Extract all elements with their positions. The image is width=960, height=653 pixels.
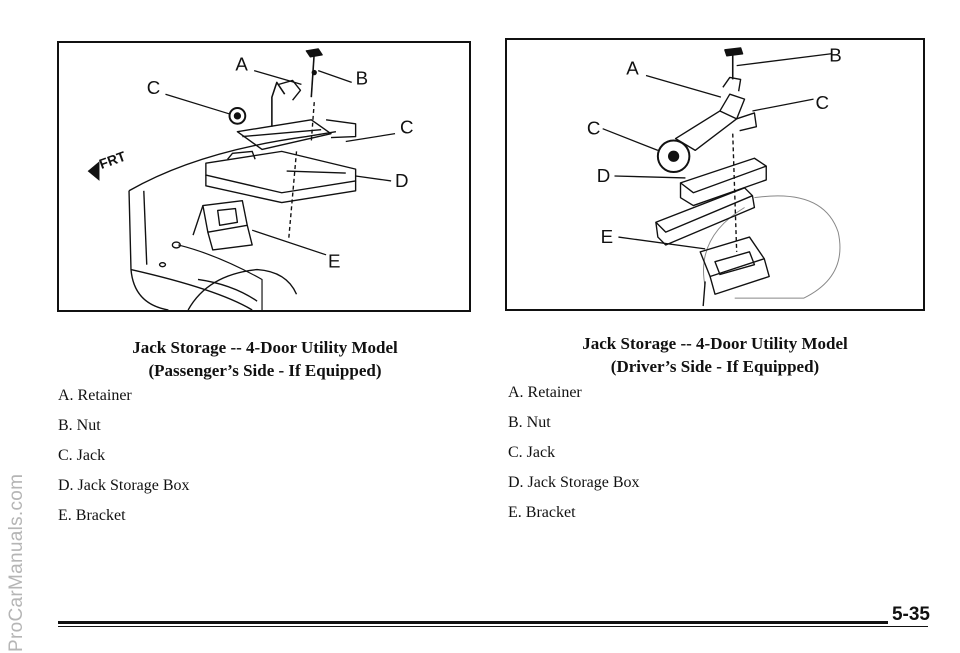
callout-b-right: B: [829, 45, 842, 66]
legend-item: E. Bracket: [58, 507, 126, 524]
figure-passenger-side: FRT A B C C D E: [57, 41, 471, 312]
caption-driver-side: Jack Storage -- 4-Door Utility Model (Dr…: [505, 332, 925, 378]
caption-right-line1: Jack Storage -- 4-Door Utility Model: [582, 334, 848, 353]
callout-d-right: D: [597, 165, 611, 186]
callout-a-right: A: [626, 57, 639, 78]
callout-b-left: B: [356, 67, 368, 88]
footer-rule-thin: [58, 626, 928, 627]
callout-d-left: D: [395, 170, 409, 191]
caption-right-line2: (Driver’s Side - If Equipped): [610, 357, 820, 376]
caption-left-line2: (Passenger’s Side - If Equipped): [148, 361, 382, 380]
callout-c-right-1: C: [587, 118, 601, 139]
front-arrow-icon: [87, 161, 100, 181]
watermark-text: ProCarManuals.com: [6, 473, 27, 652]
callout-c-left-2: C: [400, 117, 414, 138]
callout-e-right: E: [601, 226, 614, 247]
legend-item: D. Jack Storage Box: [508, 474, 640, 491]
frt-label: FRT: [97, 148, 128, 171]
callout-e-left: E: [328, 251, 340, 272]
legend-item: B. Nut: [58, 417, 101, 434]
driver-side-illustration: A B C C D E: [587, 45, 842, 307]
footer-rule: [58, 621, 928, 624]
callout-c-right-2: C: [816, 92, 830, 113]
legend-item: C. Jack: [58, 447, 106, 464]
passenger-side-illustration: FRT A B C C D E: [87, 48, 414, 310]
legend-driver-side: A. Retainer B. Nut C. Jack D. Jack Stora…: [508, 378, 640, 528]
figure-driver-side: A B C C D E: [505, 38, 925, 311]
page-number: 5-35: [887, 604, 930, 626]
legend-item: C. Jack: [508, 444, 556, 461]
legend-item: A. Retainer: [58, 387, 132, 404]
callout-c-left-1: C: [147, 77, 161, 98]
legend-item: D. Jack Storage Box: [58, 477, 190, 494]
caption-passenger-side: Jack Storage -- 4-Door Utility Model (Pa…: [60, 336, 470, 382]
legend-item: A. Retainer: [508, 384, 582, 401]
callout-a-left: A: [235, 54, 248, 75]
caption-left-line1: Jack Storage -- 4-Door Utility Model: [132, 338, 398, 357]
legend-item: B. Nut: [508, 414, 551, 431]
legend-item: E. Bracket: [508, 504, 576, 521]
legend-passenger-side: A. Retainer B. Nut C. Jack D. Jack Stora…: [58, 381, 190, 531]
